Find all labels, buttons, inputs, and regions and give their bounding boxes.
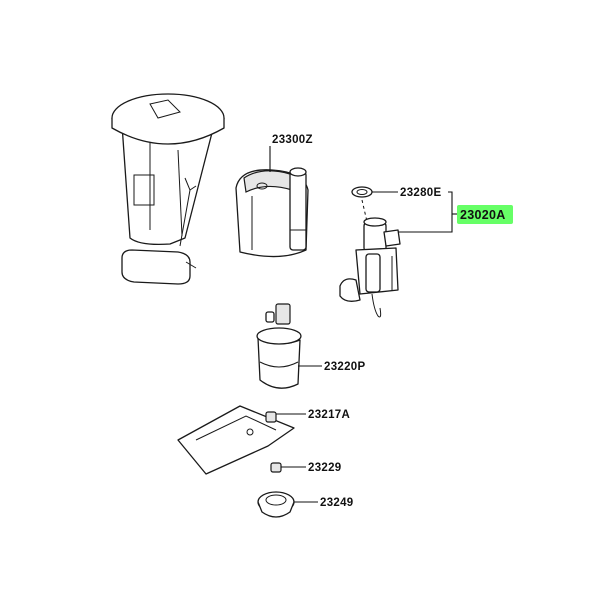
fuel-pump-assembly-illustration xyxy=(339,217,401,318)
retainer-ring-illustration xyxy=(257,491,295,518)
callout-highlight xyxy=(457,205,513,224)
callout-23217a: 23217A xyxy=(308,409,350,421)
callout-23229: 23229 xyxy=(308,462,341,474)
callout-23020a[interactable]: 23020A xyxy=(460,208,506,222)
fuel-pump-illustration xyxy=(256,303,302,389)
leader-23020a-bracket xyxy=(398,191,453,233)
callout-23249: 23249 xyxy=(320,497,353,509)
cushion-illustration xyxy=(270,462,282,473)
callout-23280e: 23280E xyxy=(400,187,441,199)
callout-23300z: 23300Z xyxy=(272,134,313,146)
fuel-pump-housing-illustration xyxy=(111,93,225,285)
callout-23220p: 23220P xyxy=(324,361,365,373)
fuel-filter-illustration xyxy=(177,405,295,475)
callout-23020a-highlight-group[interactable]: 23020A xyxy=(457,205,513,224)
suction-tube-set-illustration xyxy=(235,167,309,258)
